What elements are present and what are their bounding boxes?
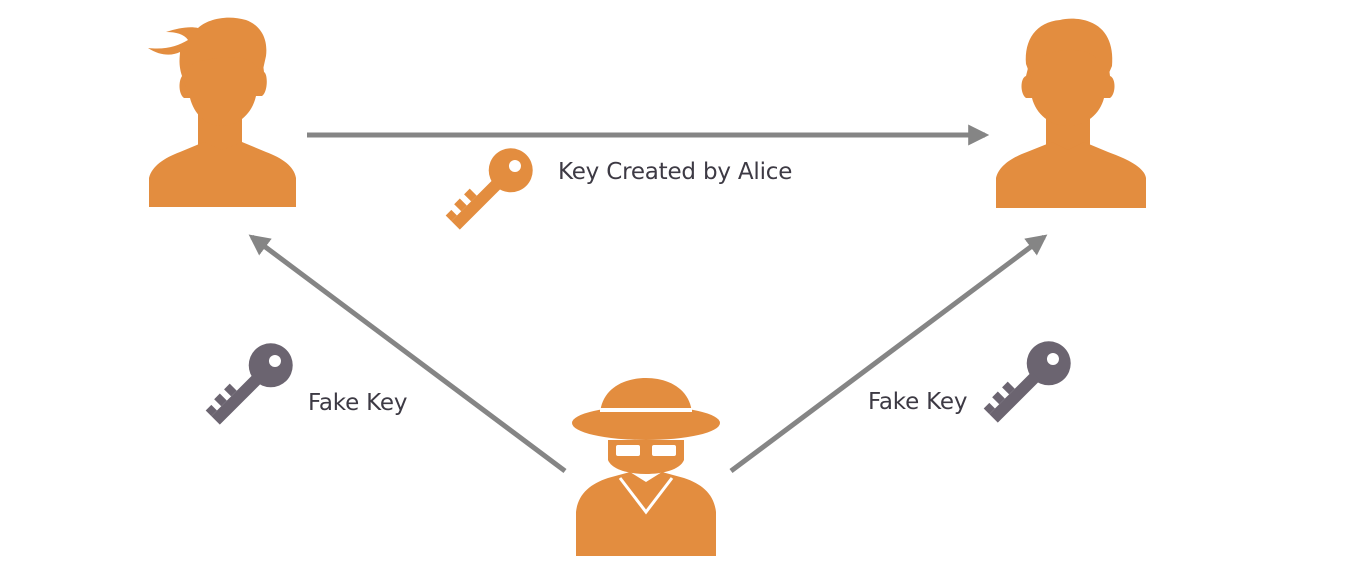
bob-person-icon — [996, 18, 1146, 208]
fake-key-icon-left — [205, 343, 293, 425]
fake-key-icon-right — [983, 341, 1071, 423]
arrow-spy-to-alice — [248, 234, 567, 474]
alice-person-icon — [148, 17, 296, 207]
spy-person-icon — [572, 378, 720, 556]
alice-key-label: Key Created by Alice — [558, 159, 793, 185]
key-icon — [445, 148, 533, 230]
fake-key-label-left: Fake Key — [308, 390, 408, 416]
fake-key-label-right: Fake Key — [868, 389, 968, 415]
arrow-spy-to-bob — [729, 234, 1048, 474]
